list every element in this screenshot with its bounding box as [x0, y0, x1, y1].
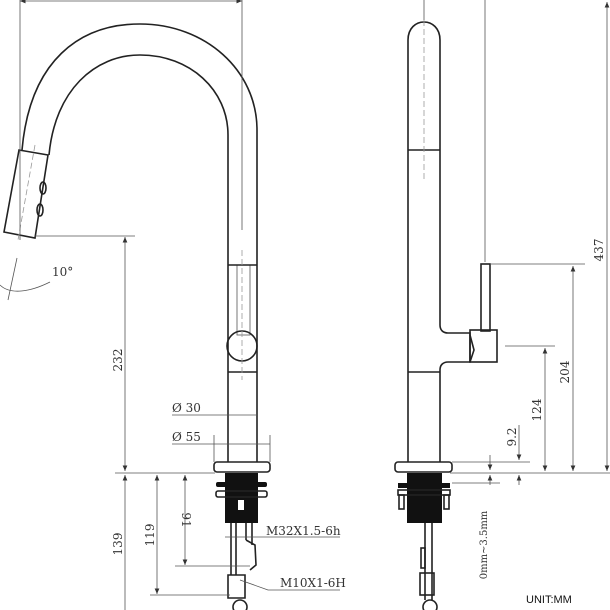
- dim-diameter-55: Ø 55: [172, 430, 201, 444]
- dim-deck-thickness: 0mm~3.5mm: [479, 510, 490, 579]
- spray-button-icon: [36, 203, 44, 217]
- front-dimensions: 10° 232 139 119 91 Ø 30 Ø 55 M32X1.5-6h …: [0, 0, 346, 610]
- unit-label: UNIT:MM: [526, 594, 572, 606]
- dim-437: 437: [592, 239, 606, 262]
- side-lever: [480, 263, 491, 332]
- side-body: [407, 20, 498, 462]
- dim-119: 119: [143, 524, 157, 547]
- front-view: 10° 232 139 119 91 Ø 30 Ø 55 M32X1.5-6h …: [0, 0, 346, 610]
- spout: [21, 23, 258, 462]
- thread-hose-label: M10X1-6H: [280, 576, 346, 590]
- angle-label: 10°: [52, 265, 73, 279]
- side-dimensions: 437 204 124 9.2 0mm~3.5mm: [423, 0, 610, 579]
- dim-91: 91: [179, 512, 193, 527]
- dim-124: 124: [530, 398, 544, 421]
- dim-9-2: 9.2: [505, 427, 519, 446]
- dim-diameter-30: Ø 30: [172, 401, 201, 415]
- thread-shank-label: M32X1.5-6h: [266, 524, 341, 538]
- dim-204: 204: [558, 360, 572, 383]
- side-view: 437 204 124 9.2 0mm~3.5mm: [394, 0, 610, 610]
- side-base-and-shank: [394, 461, 453, 610]
- spray-button-icon: [39, 181, 47, 195]
- base-and-shank: [213, 461, 271, 610]
- dim-139: 139: [111, 533, 125, 556]
- dim-232: 232: [111, 349, 125, 372]
- spray-head: [3, 144, 49, 241]
- body: [226, 250, 258, 380]
